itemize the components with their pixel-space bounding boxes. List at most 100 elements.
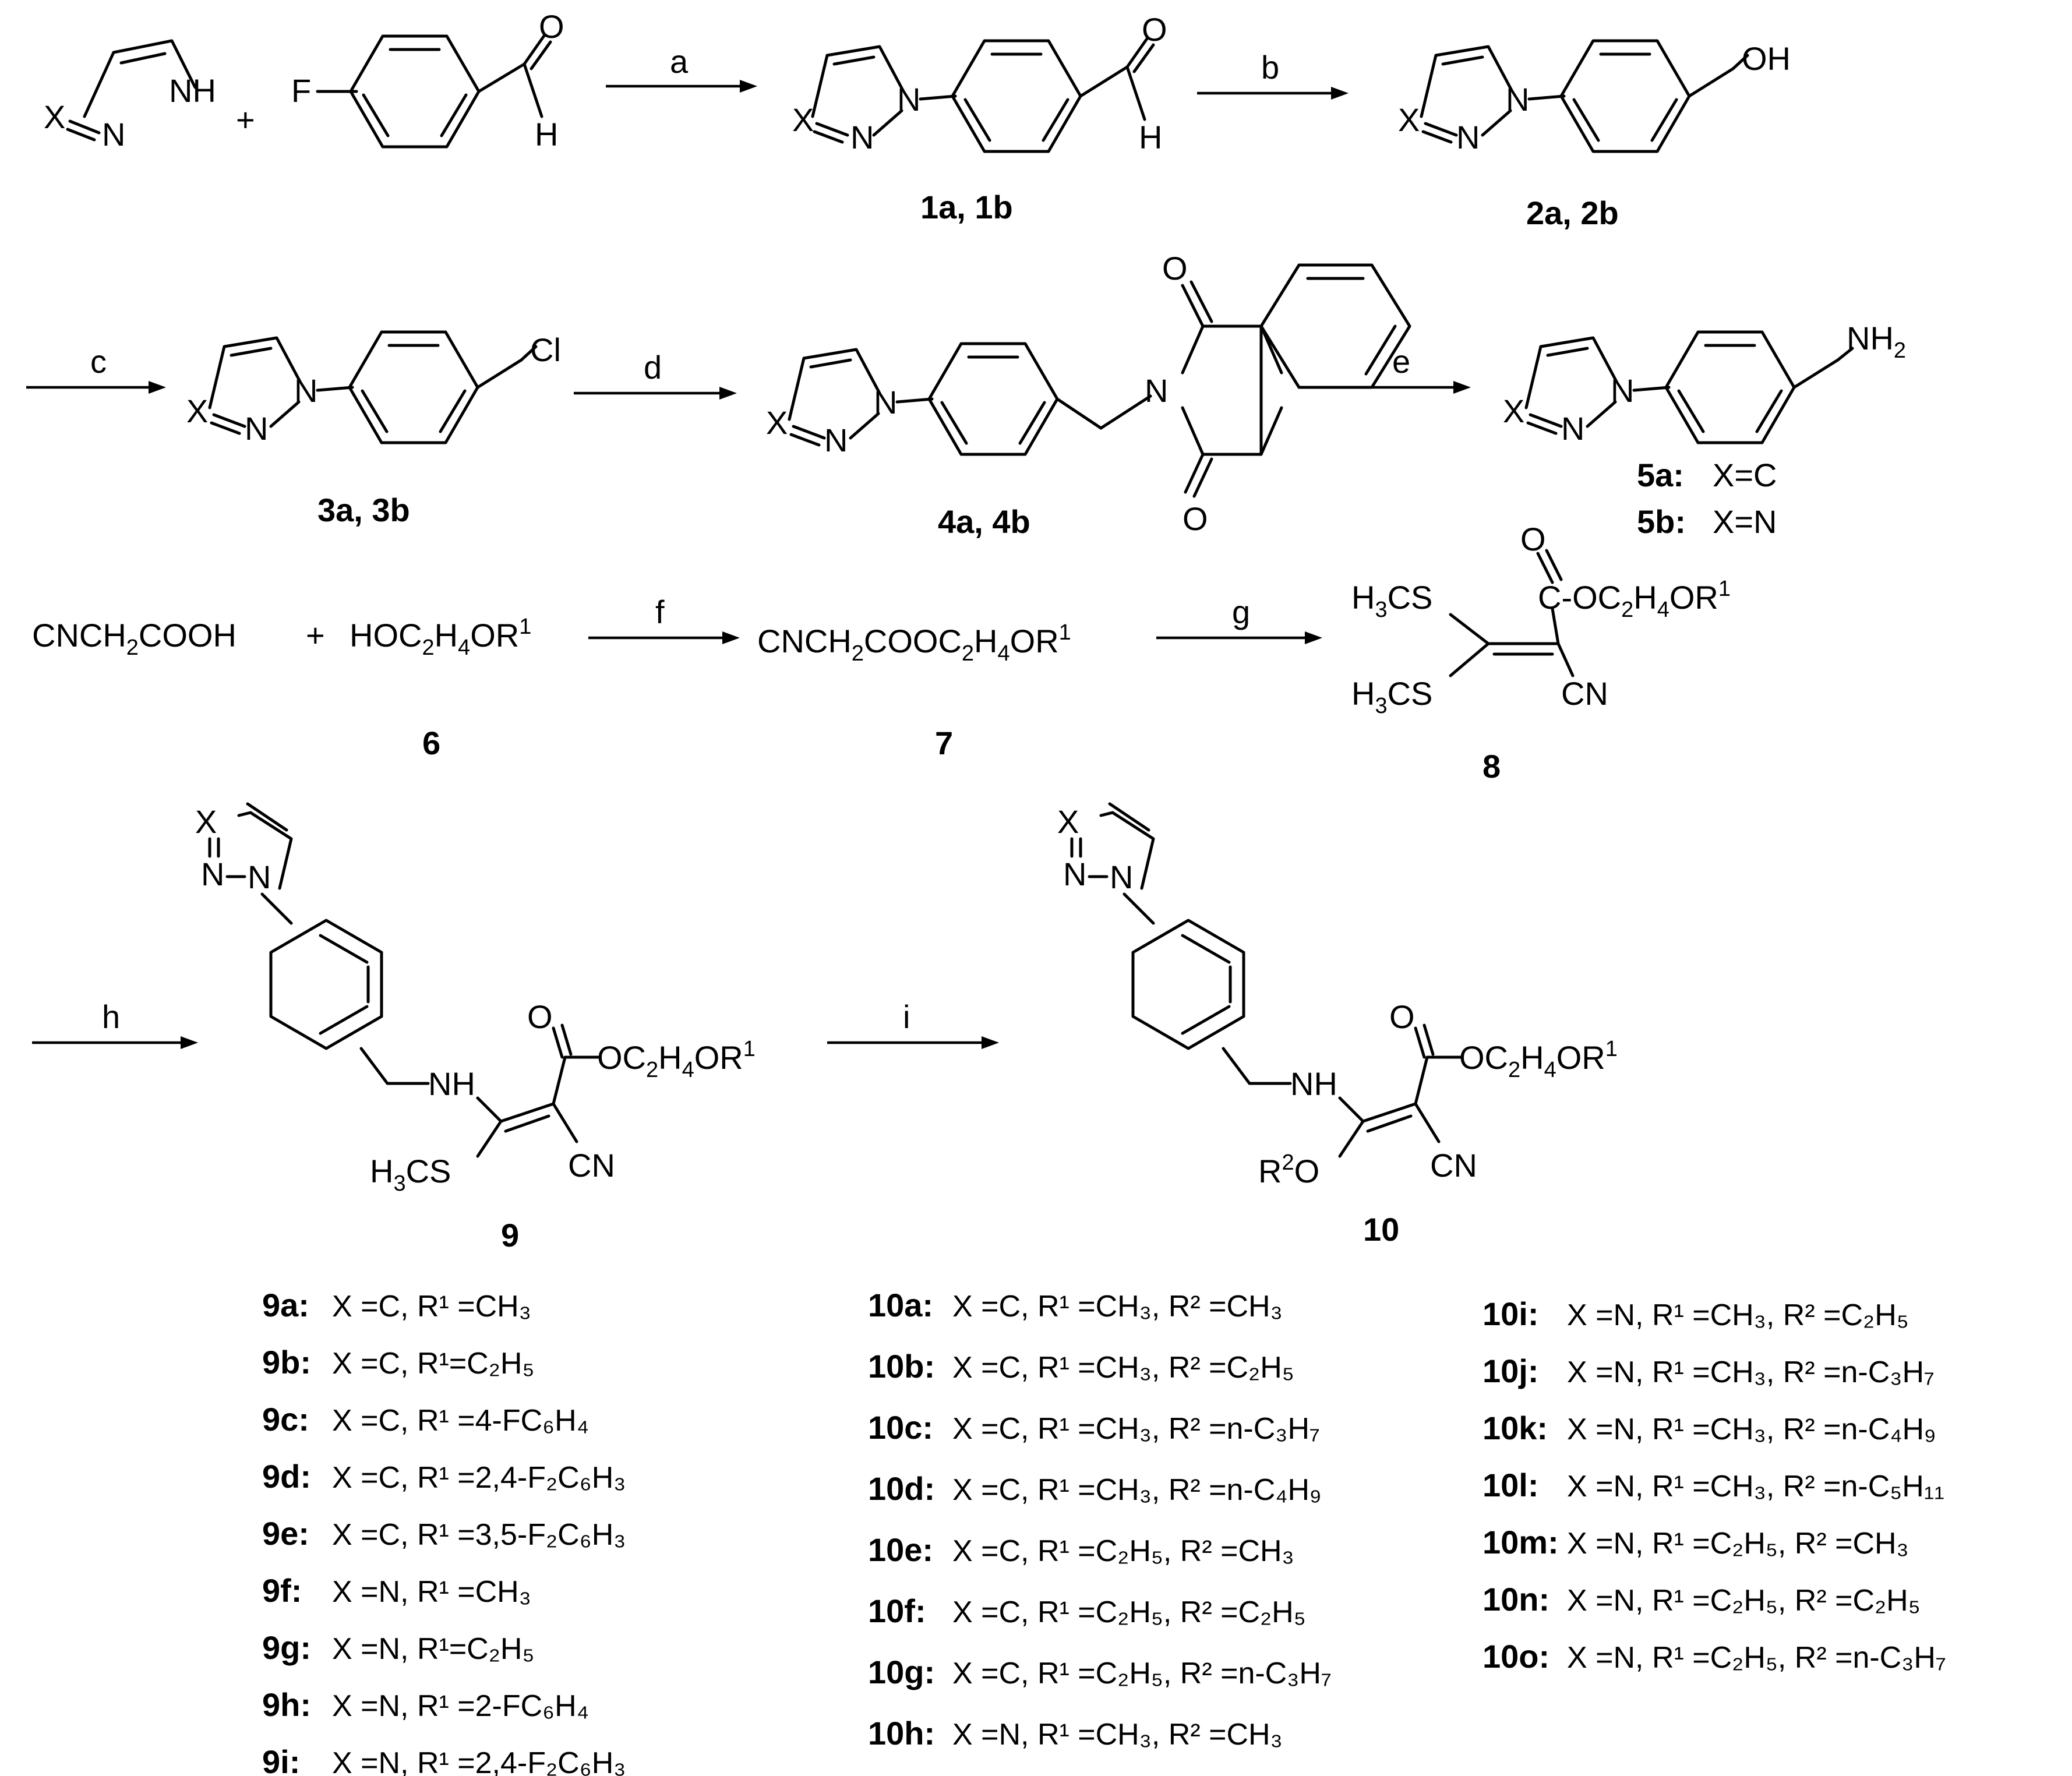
variant-definition: X =C, R¹ =CH₃, R² =C₂H₅	[952, 1351, 1294, 1385]
label-9: 9	[501, 1217, 519, 1254]
label-7: 7	[935, 725, 953, 761]
arrow-g-label: g	[1232, 594, 1250, 630]
variant-definition: X =C, R¹ =3,5-F₂C₆H₃	[332, 1518, 626, 1552]
arrow-g	[1156, 631, 1322, 644]
arrow-f	[588, 631, 740, 644]
atom-x: X	[1503, 393, 1524, 429]
variant-definition: X =N, R¹ =2,4-F₂C₆H₃	[332, 1746, 626, 1776]
arrow-c	[26, 381, 166, 394]
variant-id: 10n:	[1482, 1581, 1549, 1618]
atom-n: N	[245, 410, 268, 447]
variant-id: 9i:	[262, 1743, 300, 1776]
variant-id: 9b:	[262, 1344, 311, 1380]
ester-group: OC2H4OR1	[597, 1037, 756, 1082]
atom-x: X	[1398, 101, 1420, 138]
atom-h: H	[535, 116, 558, 153]
variant-definition: X =N, R¹ =CH₃, R² =n-C₅H₁₁	[1567, 1470, 1944, 1503]
variant-id: 9c:	[262, 1401, 309, 1438]
variant-definition: X =N, R¹ =CH₃, R² =C₂H₅	[1567, 1298, 1909, 1332]
variant-id: 10k:	[1482, 1410, 1548, 1446]
compound-8: H3CS H3CS O C-OC2H4OR1 CN	[1351, 521, 1731, 718]
label-6: 6	[422, 725, 440, 761]
atom-x: X	[44, 98, 65, 135]
variant-id: 9h:	[262, 1686, 311, 1723]
arrow-h	[32, 1036, 198, 1049]
azole-reactant: NH X N	[44, 39, 216, 153]
atom-oh: OH	[1742, 40, 1791, 77]
arrow-b-label: b	[1261, 49, 1279, 86]
atom-x: X	[186, 393, 208, 429]
ester-group: OC2H4OR1	[1459, 1037, 1618, 1082]
atom-nh2: NH2	[1847, 320, 1906, 363]
arrow-i-label: i	[903, 998, 910, 1035]
atom-n: N	[1456, 119, 1480, 156]
fluorobenzaldehyde: F O H	[291, 8, 564, 153]
atom-o: O	[1142, 11, 1167, 48]
variant-definition: X =N, R¹=C₂H₅	[332, 1632, 534, 1666]
compound-4: N X N N O O	[766, 250, 1411, 537]
atom-x: X	[792, 101, 814, 138]
atom-nh: NH	[428, 1065, 475, 1102]
ester-7: CNCH2COOC2H4OR1	[757, 620, 1071, 666]
variant-definition: X =C, R¹ =C₂H₅, R² =n-C₃H₇	[952, 1657, 1332, 1690]
atom-o: O	[1389, 998, 1415, 1035]
atom-o: O	[527, 998, 553, 1035]
variant-id: 9d:	[262, 1458, 311, 1495]
arrow-i	[827, 1036, 999, 1049]
ester-group: C-OC2H4OR1	[1538, 577, 1731, 622]
atom-x: X	[1057, 803, 1079, 840]
label-4a-4b: 4a, 4b	[938, 503, 1030, 540]
arrow-e	[1325, 381, 1471, 394]
atom-n: N	[102, 116, 125, 153]
variant-definition: X =C, R¹ =CH₃, R² =n-C₄H₉	[952, 1473, 1322, 1507]
sme-top: H3CS	[1351, 579, 1432, 622]
compound-10: X N N NH O OC2H4OR1 R2O CN	[1057, 802, 1618, 1189]
list-10-variants-b: 10i: X =N, R¹ =CH₃, R² =C₂H₅ 10j: X =N, R¹ …	[1482, 1295, 1946, 1675]
variant-definition: X =C, R¹ =CH₃, R² =CH₃	[952, 1290, 1283, 1323]
variant-id: 9e:	[262, 1515, 309, 1552]
variant-definition: X =N, R¹ =C₂H₅, R² =CH₃	[1567, 1527, 1909, 1560]
variant-id: 10i:	[1482, 1295, 1539, 1332]
variant-definition: X =C, R¹ =2,4-F₂C₆H₃	[332, 1461, 626, 1495]
atom-cl: Cl	[530, 331, 561, 368]
arrow-a-label: a	[670, 43, 689, 80]
variant-definition: X =C, R¹=C₂H₅	[332, 1347, 534, 1380]
atom-nh: NH	[1290, 1065, 1337, 1102]
variant-id: 9g:	[262, 1629, 311, 1666]
atom-n: N	[850, 119, 874, 156]
cyanoacetic-acid: CNCH2COOH	[32, 617, 237, 660]
atom-x: X	[195, 803, 217, 840]
variant-id: 9f:	[262, 1572, 302, 1609]
variant-id: 10j:	[1482, 1353, 1539, 1389]
atom-n: N	[1063, 856, 1086, 892]
plus-sign-2: +	[306, 617, 325, 654]
atom-n-imide: N	[1145, 372, 1168, 409]
label-8: 8	[1482, 748, 1501, 785]
sme: H3CS	[370, 1153, 451, 1196]
variant-id: 10a:	[868, 1287, 933, 1323]
variant-id: 9a:	[262, 1287, 309, 1323]
label-5a: 5a:	[1637, 457, 1684, 493]
variant-definition: X =N, R¹ =CH₃, R² =n-C₄H₉	[1567, 1413, 1936, 1446]
compound-5: N X N NH2	[1503, 320, 1906, 447]
atom-o: O	[1520, 521, 1546, 557]
atom-n: N	[201, 856, 224, 892]
compound-1: N X N O H	[792, 11, 1167, 156]
label-5b: 5b:	[1637, 503, 1686, 540]
compound-9: X N N NH O OC2H4OR1 H3CS CN	[195, 802, 756, 1196]
atom-o-bottom: O	[1183, 500, 1208, 537]
variant-id: 10o:	[1482, 1638, 1549, 1675]
variant-definition: X =N, R¹ =C₂H₅, R² =n-C₃H₇	[1567, 1641, 1946, 1675]
variant-definition: X =C, R¹ =CH₃, R² =n-C₃H₇	[952, 1412, 1320, 1446]
atom-n1: N	[248, 859, 271, 895]
atom-cn: CN	[1430, 1147, 1477, 1184]
alcohol-6: HOC2H4OR1	[350, 615, 531, 660]
variant-definition: X =C, R¹ =4-FC₆H₄	[332, 1404, 589, 1438]
variant-definition: X =C, R¹ =C₂H₅, R² =CH₃	[952, 1534, 1294, 1568]
atom-h: H	[1139, 119, 1162, 156]
variant-id: 10h:	[868, 1715, 935, 1752]
atom-f: F	[291, 72, 311, 109]
